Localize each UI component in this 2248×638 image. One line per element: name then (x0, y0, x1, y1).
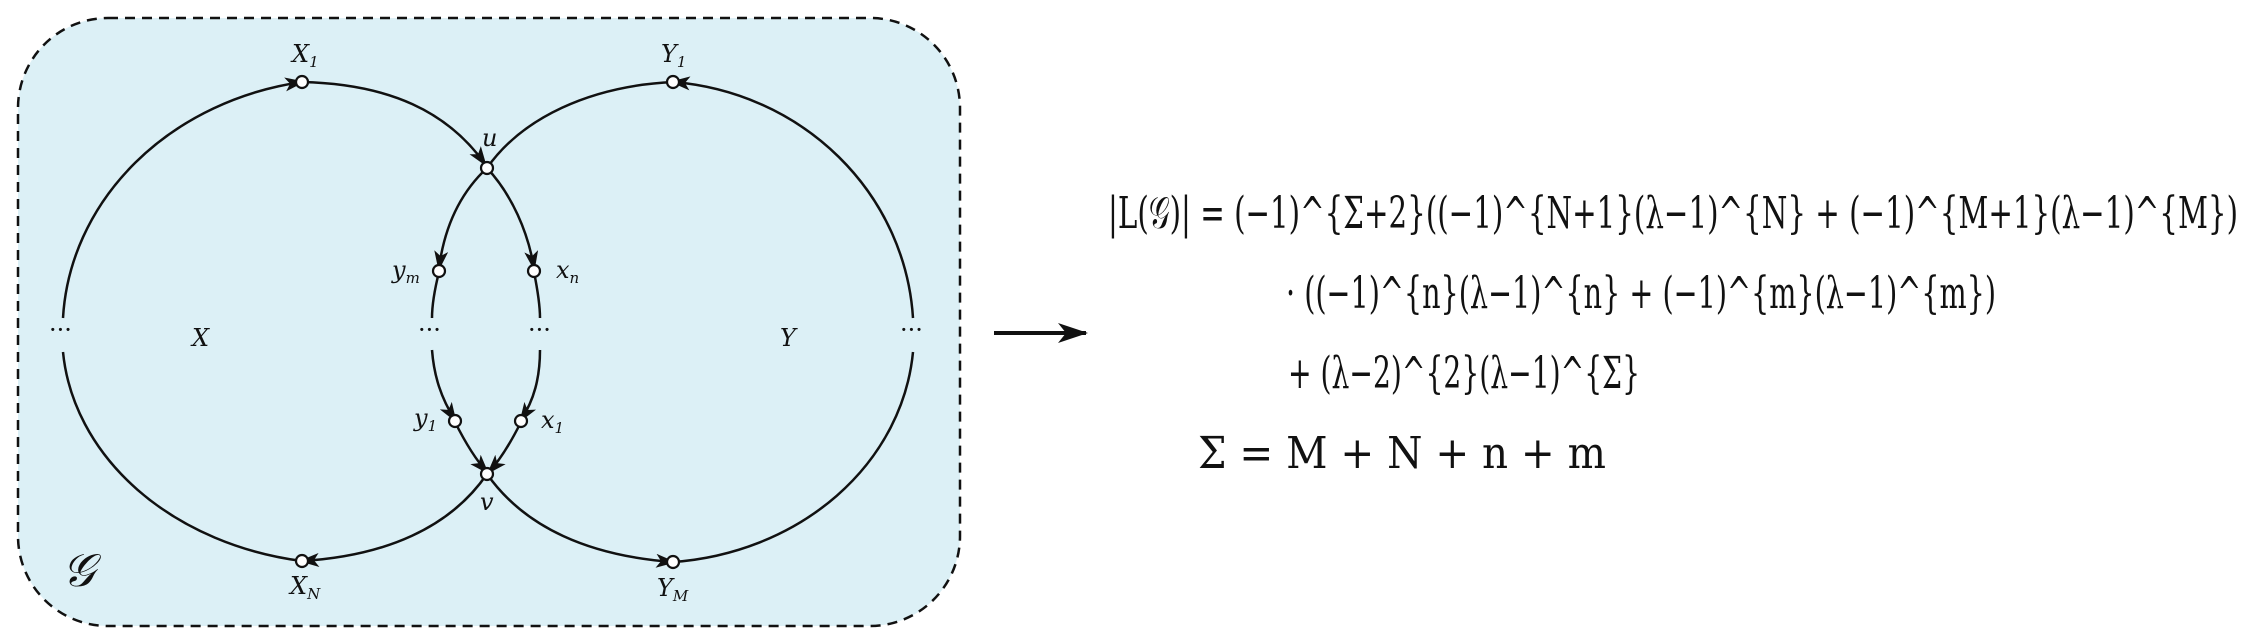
label-xn: xn (556, 256, 579, 287)
edge-xn-to-left-ellipsis (61, 351, 303, 563)
node-ym (431, 263, 447, 279)
edge-u-to-ym (434, 167, 488, 271)
edge-u-to-xn (486, 167, 539, 271)
label-XN: XN (288, 572, 321, 603)
nodes (294, 74, 681, 570)
node-y1 (447, 413, 463, 429)
label-v: v (480, 488, 494, 516)
ellipsis-inner-left: ··· (418, 316, 441, 344)
node-X1 (294, 74, 310, 90)
label-x1: x1 (541, 406, 564, 437)
node-Y1 (665, 74, 681, 90)
edge-ellipsis-to-y1 (430, 349, 457, 423)
region-label-X: X (190, 324, 210, 352)
edge-u-to-y1 (485, 80, 674, 169)
node-YM (665, 554, 681, 570)
node-XN (294, 553, 310, 569)
label-X1: X1 (290, 40, 319, 71)
cycle-edges (61, 76, 915, 568)
node-v (479, 466, 495, 482)
node-u (479, 160, 495, 176)
edge-right-ellipsis-to-y1 (670, 76, 915, 319)
node-xn (526, 263, 542, 279)
edge-x1-to-u (301, 80, 487, 167)
edge-left-ellipsis-to-x1 (61, 77, 305, 319)
formula-line-3: + (λ−2)^{2}(λ−1)^{Σ} (1288, 348, 1640, 399)
formula-line-1: |L(𝒢)| = (−1)^{Σ+2}((−1)^{N+1}(λ−1)^{N} … (1108, 188, 2238, 239)
graph-container (16, 16, 962, 628)
ellipsis-inner-right: ··· (528, 316, 551, 344)
edge-v-to-xn (299, 473, 489, 567)
edge-v-to-ym (485, 473, 676, 568)
ellipsis-left: ··· (49, 316, 72, 344)
label-y1: y1 (413, 404, 437, 435)
label-u: u (482, 124, 497, 152)
node-x1 (513, 413, 529, 429)
label-YM: YM (657, 574, 689, 605)
ellipsis-right: ··· (900, 316, 923, 344)
label-ym: ym (391, 256, 420, 287)
label-Y1: Y1 (661, 40, 686, 71)
edge-ellipsis-to-x1 (519, 349, 542, 423)
edge-ym-to-right-ellipsis (672, 351, 915, 564)
region-label-Y: Y (780, 324, 798, 352)
formula-line-2: · ((−1)^{n}(λ−1)^{n} + (−1)^{m}(λ−1)^{m}… (1286, 268, 1996, 319)
formula-line-4: Σ = M + N + n + m (1198, 428, 1606, 479)
